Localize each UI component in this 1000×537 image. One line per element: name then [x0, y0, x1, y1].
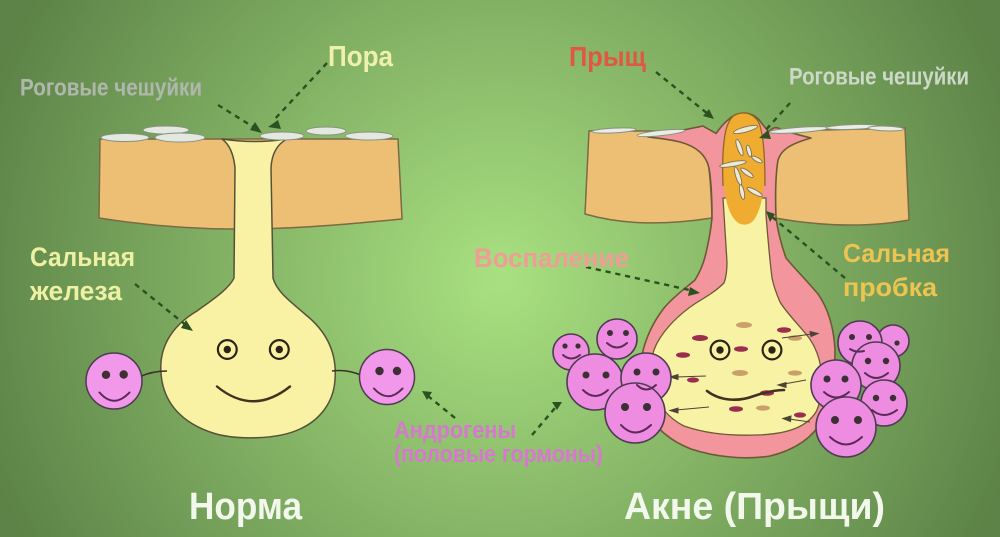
svg-text:Роговые чешуйки: Роговые чешуйки: [20, 75, 202, 102]
svg-text:Прыщ: Прыщ: [569, 41, 646, 72]
svg-text:Норма: Норма: [189, 486, 303, 528]
svg-text:Воспаление: Воспаление: [474, 243, 629, 273]
svg-text:железа: железа: [29, 276, 123, 306]
svg-text:(половые гормоны): (половые гормоны): [394, 441, 603, 468]
svg-text:Сальная: Сальная: [843, 238, 950, 268]
svg-text:Пора: Пора: [328, 41, 394, 73]
svg-text:Сальная: Сальная: [30, 242, 135, 272]
svg-text:Акне (Прыщи): Акне (Прыщи): [624, 486, 885, 528]
svg-text:Роговые чешуйки: Роговые чешуйки: [789, 64, 969, 91]
svg-text:пробка: пробка: [843, 272, 938, 302]
svg-text:Андрогены: Андрогены: [394, 417, 516, 444]
